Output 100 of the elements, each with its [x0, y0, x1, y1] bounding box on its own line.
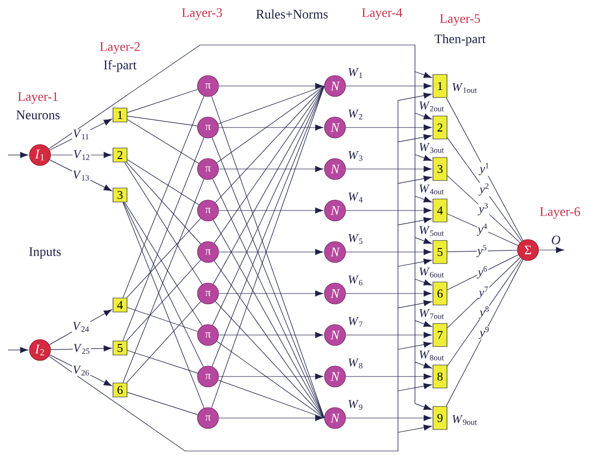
- weight-label: W$_{7out}$: [420, 309, 444, 319]
- if-part-box: 4: [112, 298, 128, 312]
- layer-heading: Layer-2: [100, 42, 140, 54]
- rule-neuron: π: [197, 366, 219, 388]
- then-part-box: 3: [432, 157, 448, 181]
- bus-line: [48, 44, 432, 410]
- arrow: [50, 345, 112, 352]
- edge-label: V$_{12}$: [74, 150, 90, 160]
- weight-label: W$_{9out}$: [452, 415, 477, 425]
- arrow: [346, 248, 432, 256]
- connector-line: [447, 254, 519, 290]
- weight-label: W$_{3}$: [348, 151, 362, 161]
- connector-line: [122, 96, 204, 298]
- connector-line: [122, 137, 204, 341]
- connector-line: [214, 86, 324, 244]
- connector-line: [124, 162, 203, 285]
- arrow: [49, 160, 112, 192]
- arrow: [218, 332, 324, 338]
- arrow: [50, 152, 112, 158]
- if-part-box: 3: [112, 188, 128, 202]
- rule-neuron: π: [197, 324, 219, 346]
- then-part-box: 4: [432, 198, 448, 222]
- rule-neuron: π: [197, 75, 219, 97]
- edge-label: V$_{25}$: [74, 344, 90, 354]
- connector-line: [212, 220, 324, 418]
- connector-line: [218, 86, 324, 124]
- arrow: [49, 354, 112, 386]
- weight-label: W$_{4out}$: [420, 184, 444, 194]
- layer-heading: Then-part: [434, 34, 486, 46]
- rule-neuron: π: [197, 116, 219, 138]
- arrow: [218, 166, 324, 172]
- edge-label: y$^{6}$: [476, 266, 487, 278]
- edge-label: y$^{8}$: [478, 306, 489, 319]
- arrow: [218, 373, 324, 380]
- arrow: [346, 82, 432, 90]
- layer-heading: Layer-3: [182, 8, 222, 20]
- arrow: [218, 248, 324, 256]
- connector-line: [446, 98, 524, 241]
- connector-line: [447, 175, 520, 243]
- rule-neuron: π: [197, 241, 219, 263]
- arrow: [538, 246, 564, 254]
- then-part-box: 7: [432, 323, 448, 347]
- edge-label: y$^{4}$: [476, 224, 488, 236]
- if-part-box: 6: [112, 382, 128, 398]
- weight-label: W$_{9}$: [348, 400, 362, 410]
- connector-line: [127, 159, 200, 206]
- arrow: [346, 166, 432, 172]
- norm-neuron: N: [324, 241, 346, 263]
- weight-label: W$_{4}$: [348, 192, 363, 202]
- if-part-box: 1: [112, 108, 128, 122]
- edge-label: V$_{13}$: [73, 170, 89, 180]
- connector-line: [214, 260, 324, 418]
- rule-neuron: π: [197, 282, 219, 304]
- connector-line: [122, 178, 204, 383]
- edge-label: V$_{11}$: [73, 130, 89, 140]
- norm-neuron: N: [324, 366, 346, 388]
- bus-line: [48, 92, 432, 452]
- rule-neuron: π: [197, 200, 219, 222]
- connector-line: [218, 380, 324, 418]
- connector-line: [216, 86, 324, 164]
- connector-line: [447, 258, 522, 366]
- edge-label: y$^{3}$: [478, 203, 488, 216]
- connector-line: [124, 202, 203, 326]
- weight-label: W$_{1}$: [348, 68, 362, 78]
- weight-label: W$_{3out}$: [420, 143, 444, 153]
- input-neuron: I$_{1}$: [29, 144, 51, 166]
- norm-neuron: N: [324, 324, 346, 346]
- connector-line: [447, 257, 521, 328]
- layer-heading: Neurons: [16, 110, 60, 120]
- edge-label: y$^{9}$: [478, 326, 489, 339]
- layer-heading: Layer-1: [18, 92, 58, 104]
- norm-neuron: N: [324, 116, 346, 138]
- layer-heading: Rules+Norms: [256, 9, 328, 19]
- arrow: [346, 290, 432, 297]
- connector-line: [127, 119, 200, 164]
- connector-line: [126, 218, 201, 298]
- rule-neuron: π: [197, 158, 219, 180]
- weight-label: W$_{2out}$: [420, 102, 444, 112]
- rule-neuron: π: [197, 407, 219, 429]
- layer-heading: Layer-6: [540, 207, 580, 219]
- weight-label: W$_{5}$: [348, 234, 362, 244]
- connector-line: [126, 162, 202, 244]
- then-part-box: 2: [432, 116, 448, 140]
- arrow: [218, 124, 324, 131]
- connector-line: [127, 350, 198, 374]
- edge-label: y$^{2}$: [478, 183, 488, 196]
- norm-neuron: N: [324, 158, 346, 180]
- arrow: [218, 82, 324, 90]
- layer-heading: Layer-5: [440, 14, 480, 26]
- weight-label: W$_{8out}$: [420, 350, 444, 360]
- connector-line: [126, 260, 202, 341]
- connector-line: [447, 137, 522, 242]
- arrow: [8, 152, 28, 158]
- norm-neuron: N: [324, 200, 346, 222]
- arrow: [346, 373, 432, 380]
- arrow: [346, 124, 432, 131]
- connector-line: [215, 301, 324, 418]
- norm-neuron: N: [324, 407, 346, 429]
- norm-neuron: N: [324, 75, 346, 97]
- layer-heading: Layer-4: [362, 8, 402, 20]
